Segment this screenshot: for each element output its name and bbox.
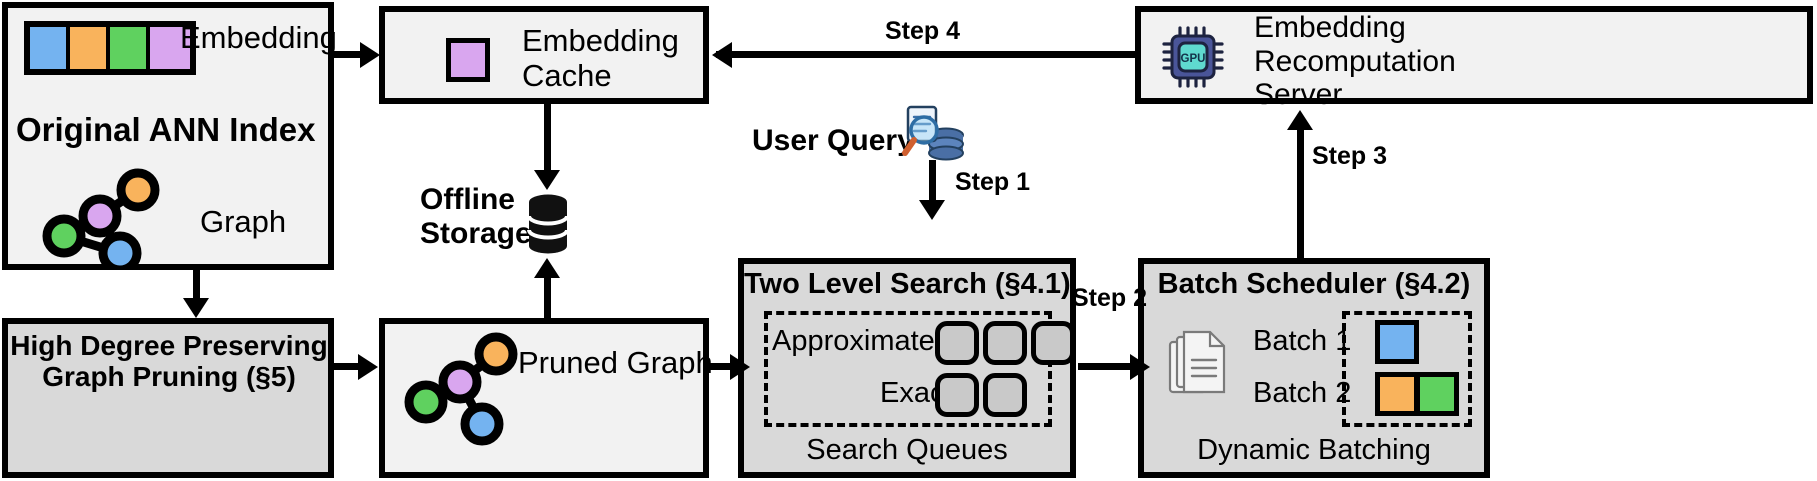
- dynamic-batching-region: [1342, 311, 1472, 427]
- connector-step1: [929, 160, 936, 205]
- embedding-cache-title: Embedding Cache: [522, 23, 679, 93]
- embedding-cell-2: [110, 27, 150, 69]
- two-level-search-title: Two Level Search (§4.1): [744, 268, 1071, 300]
- exact-queue-slots: [935, 373, 1027, 417]
- embedding-cache-swatch: [446, 38, 490, 82]
- queue-slot[interactable]: [983, 321, 1027, 365]
- arrowhead-step4: [712, 42, 732, 68]
- pruned-graph-figure: [398, 330, 530, 460]
- original-graph-label: Graph: [200, 204, 287, 239]
- step-2-label: Step 2: [1072, 284, 1148, 312]
- step-3-label: Step 3: [1312, 142, 1388, 170]
- user-query-label: User Query: [752, 124, 914, 157]
- panel-graph-pruning: [2, 318, 334, 478]
- dynamic-batching-footer: Dynamic Batching: [1197, 434, 1431, 466]
- step-4-label: Step 4: [885, 17, 961, 45]
- arrowhead-prunedgraph-to-search: [730, 354, 750, 380]
- embedding-label: Embedding: [180, 20, 337, 55]
- arrowhead-cache-to-storage: [534, 170, 560, 190]
- documents-icon: [1168, 330, 1230, 400]
- offline-storage-label: Offline Storage: [420, 183, 532, 250]
- graph-pruning-title: High Degree Preserving Graph Pruning (§5…: [10, 330, 328, 393]
- panel-embedding-cache: [379, 6, 709, 104]
- batch-2-swatch-green: [1415, 372, 1459, 416]
- connector-cache-to-storage: [544, 104, 551, 174]
- svg-text:GPU: GPU: [1181, 53, 1206, 65]
- pruned-graph-label: Pruned Graph: [518, 345, 713, 380]
- connector-step2: [1078, 363, 1136, 370]
- panel-two-level-search: [738, 258, 1076, 478]
- arrowhead-step1: [919, 200, 945, 220]
- original-ann-index-title: Original ANN Index: [16, 111, 316, 148]
- recomputation-server-title: Embedding Recomputation Server: [1254, 11, 1456, 112]
- embedding-vector-strip: [24, 21, 196, 75]
- gpu-chip-icon: GPU: [1162, 26, 1224, 88]
- batch-2-swatch-orange: [1375, 372, 1419, 416]
- queue-slot[interactable]: [1031, 321, 1075, 365]
- connector-step4: [716, 51, 1136, 58]
- connector-index-to-cache: [334, 51, 362, 58]
- queue-slot[interactable]: [935, 373, 979, 417]
- step-1-label: Step 1: [955, 168, 1031, 196]
- embedding-cell-1: [70, 27, 110, 69]
- connector-pruning-to-prunedgraph: [334, 363, 362, 370]
- arrowhead-step3: [1287, 110, 1313, 130]
- magnifier-database-icon: [900, 103, 966, 165]
- batch-1-swatch-blue: [1375, 320, 1419, 364]
- batch-scheduler-title: Batch Scheduler (§4.2): [1157, 268, 1471, 300]
- connector-step3: [1297, 128, 1304, 260]
- arrowhead-prunedgraph-to-storage: [534, 258, 560, 278]
- connector-prunedgraph-to-search: [710, 363, 734, 370]
- embedding-cell-3: [150, 27, 190, 69]
- connector-index-to-pruning: [193, 270, 200, 304]
- arrowhead-index-to-cache: [360, 42, 380, 68]
- database-cylinder-icon: [525, 194, 571, 254]
- batch-2-label: Batch 2: [1253, 377, 1352, 409]
- search-queues-region: [764, 311, 1052, 427]
- approximate-queue-slots: [935, 321, 1075, 365]
- arrowhead-step2: [1130, 354, 1150, 380]
- search-queues-footer: Search Queues: [806, 434, 1008, 466]
- arrowhead-pruning-to-prunedgraph: [358, 354, 378, 380]
- embedding-cell-0: [30, 27, 70, 69]
- batch-1-label: Batch 1: [1253, 325, 1352, 357]
- queue-slot[interactable]: [983, 373, 1027, 417]
- approximate-queue-label: Approximate: [772, 325, 935, 357]
- queue-slot[interactable]: [935, 321, 979, 365]
- arrowhead-index-to-pruning: [183, 298, 209, 318]
- connector-prunedgraph-to-storage: [544, 278, 551, 320]
- panel-recomputation-server: [1135, 6, 1813, 104]
- original-graph-figure: [38, 168, 168, 275]
